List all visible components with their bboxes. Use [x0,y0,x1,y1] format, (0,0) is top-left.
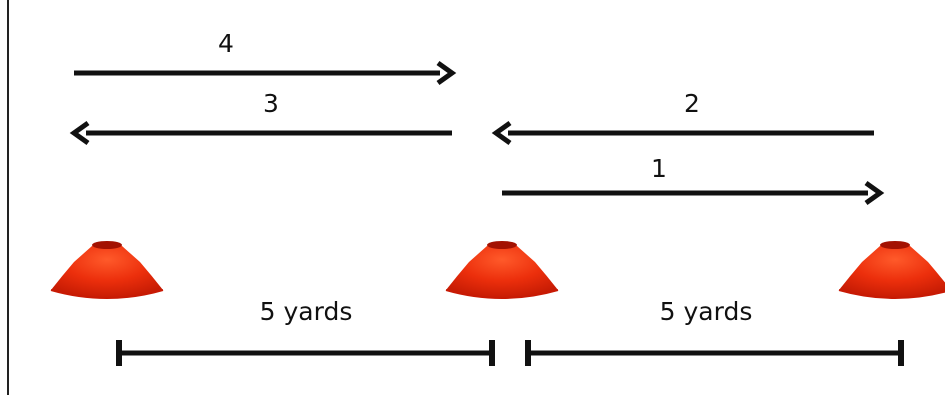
run-2-arrow [491,120,874,146]
training-cone-icon [445,241,559,299]
run-4-arrow [74,60,457,86]
right-distance-bar [525,340,904,366]
training-cone-icon [838,241,945,299]
run-2-label: 2 [684,89,700,118]
run-3-label: 3 [263,89,279,118]
run-3-arrow [69,120,452,146]
right-distance-label: 5 yards [660,297,753,326]
left-distance-bar [116,340,495,366]
training-cone-icon [50,241,164,299]
left-distance-label: 5 yards [260,297,353,326]
run-4-label: 4 [218,29,234,58]
run-1-arrow [502,180,885,206]
run-1-label: 1 [651,154,667,183]
